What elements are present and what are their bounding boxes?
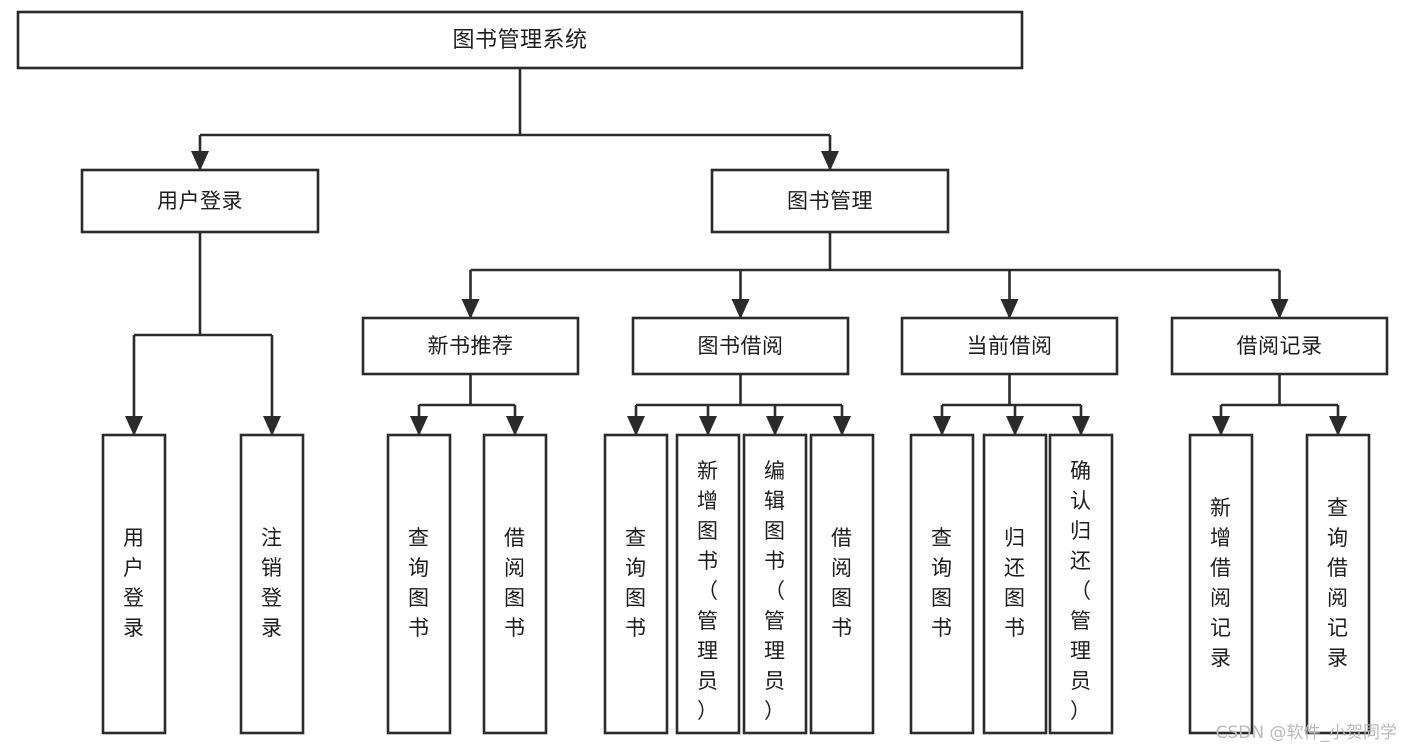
node-leaf-add-book[interactable]: 新增图书（管理员） <box>675 433 741 735</box>
node-leaf-user-login-rect[interactable] <box>101 433 167 735</box>
arrow-head-icon <box>766 416 784 436</box>
arrow-head-icon <box>1006 416 1024 436</box>
node-user-login[interactable]: 用户登录 <box>80 168 320 234</box>
arrow-head-icon <box>191 151 209 171</box>
node-leaf-user-login-label: 用户登录 <box>123 526 145 640</box>
arrow-head-icon <box>1212 416 1230 436</box>
node-leaf-query-record[interactable]: 查询借阅记录 <box>1305 433 1371 735</box>
node-leaf-add-record-rect[interactable] <box>1188 433 1254 735</box>
arrow-head-icon <box>1072 416 1090 436</box>
node-user-login-rect[interactable] <box>80 168 320 234</box>
node-leaf-confirm-return[interactable]: 确认归还（管理员） <box>1048 433 1114 735</box>
level2-layer: 用户登录 图书管理 <box>80 168 950 234</box>
node-new-book-rec-rect[interactable] <box>361 316 580 376</box>
node-leaf-edit-book-rect[interactable] <box>742 433 808 735</box>
arrow-head-icon <box>933 416 951 436</box>
node-book-borrow-label: 图书借阅 <box>698 334 784 358</box>
node-book-manage-label: 图书管理 <box>787 189 873 213</box>
node-current-borrow[interactable]: 当前借阅 <box>900 316 1119 376</box>
arrow-head-icon <box>627 416 645 436</box>
arrow-head-icon <box>821 151 839 171</box>
node-leaf-return-book[interactable]: 归还图书 <box>982 433 1048 735</box>
node-leaf-confirm-return-label: 确认归还（管理员） <box>1070 459 1092 723</box>
arrow-head-icon <box>1000 299 1019 319</box>
arrow-head-icon <box>833 416 851 436</box>
node-leaf-query-record-label: 查询借阅记录 <box>1327 496 1349 670</box>
arrow-head-icon <box>1329 416 1347 436</box>
node-leaf-edit-book[interactable]: 编辑图书（管理员） <box>742 433 808 735</box>
node-leaf-add-record[interactable]: 新增借阅记录 <box>1188 433 1254 735</box>
node-leaf-query-book-2[interactable]: 查询图书 <box>603 433 669 735</box>
node-leaf-query-book-3[interactable]: 查询图书 <box>909 433 975 735</box>
arrow-head-icon <box>1270 299 1289 319</box>
node-leaf-add-book-label: 新增图书（管理员） <box>697 459 719 723</box>
node-leaf-edit-book-label: 编辑图书（管理员） <box>764 459 786 723</box>
node-leaf-query-book-1-rect[interactable] <box>386 433 452 735</box>
node-leaf-add-book-rect[interactable] <box>675 433 741 735</box>
node-book-borrow[interactable]: 图书借阅 <box>631 316 850 376</box>
node-borrow-record-rect[interactable] <box>1170 316 1389 376</box>
connector-layer <box>125 68 1347 436</box>
node-leaf-query-book-1-label: 查询图书 <box>408 526 430 640</box>
node-root[interactable]: 图书管理系统 <box>16 10 1024 70</box>
node-leaf-query-book-3-label: 查询图书 <box>931 526 953 640</box>
arrow-head-icon <box>731 299 750 319</box>
node-leaf-user-logout[interactable]: 注销登录 <box>239 433 305 735</box>
node-new-book-rec[interactable]: 新书推荐 <box>361 316 580 376</box>
arrow-head-icon <box>506 416 524 436</box>
node-leaf-user-logout-label: 注销登录 <box>261 526 283 640</box>
node-root-label: 图书管理系统 <box>452 28 587 53</box>
leaf-layer: 用户登录 注销登录 查询图书 借阅图书 查询图书 新增图书（管理员） 编辑图书（管理员） 借阅… <box>101 433 1371 735</box>
node-leaf-borrow-book-1-label: 借阅图书 <box>504 526 526 640</box>
node-user-login-label: 用户登录 <box>157 189 243 213</box>
node-leaf-query-book-2-label: 查询图书 <box>625 526 647 640</box>
node-leaf-add-record-label: 新增借阅记录 <box>1210 496 1232 670</box>
node-leaf-borrow-book-2-rect[interactable] <box>809 433 875 735</box>
node-root-rect[interactable] <box>16 10 1024 70</box>
node-borrow-record[interactable]: 借阅记录 <box>1170 316 1389 376</box>
node-current-borrow-rect[interactable] <box>900 316 1119 376</box>
node-leaf-return-book-label: 归还图书 <box>1004 526 1026 640</box>
arrow-head-icon <box>699 416 717 436</box>
node-leaf-return-book-rect[interactable] <box>982 433 1048 735</box>
node-leaf-borrow-book-1[interactable]: 借阅图书 <box>482 433 548 735</box>
arrow-head-icon <box>461 299 480 319</box>
node-leaf-query-record-rect[interactable] <box>1305 433 1371 735</box>
level3-layer: 新书推荐 图书借阅 当前借阅 借阅记录 <box>361 316 1389 376</box>
node-leaf-confirm-return-rect[interactable] <box>1048 433 1114 735</box>
node-leaf-user-login[interactable]: 用户登录 <box>101 433 167 735</box>
node-leaf-query-book-3-rect[interactable] <box>909 433 975 735</box>
arrow-head-icon <box>125 416 143 436</box>
arrow-head-icon <box>410 416 428 436</box>
node-borrow-record-label: 借阅记录 <box>1237 334 1323 358</box>
node-leaf-user-logout-rect[interactable] <box>239 433 305 735</box>
node-book-manage[interactable]: 图书管理 <box>710 168 950 234</box>
node-leaf-borrow-book-2[interactable]: 借阅图书 <box>809 433 875 735</box>
node-book-manage-rect[interactable] <box>710 168 950 234</box>
node-book-borrow-rect[interactable] <box>631 316 850 376</box>
node-new-book-rec-label: 新书推荐 <box>428 334 514 358</box>
node-leaf-query-book-2-rect[interactable] <box>603 433 669 735</box>
node-leaf-query-book-1[interactable]: 查询图书 <box>386 433 452 735</box>
node-leaf-borrow-book-2-label: 借阅图书 <box>831 526 853 640</box>
node-current-borrow-label: 当前借阅 <box>967 334 1053 358</box>
arrow-head-icon <box>263 416 281 436</box>
node-leaf-borrow-book-1-rect[interactable] <box>482 433 548 735</box>
